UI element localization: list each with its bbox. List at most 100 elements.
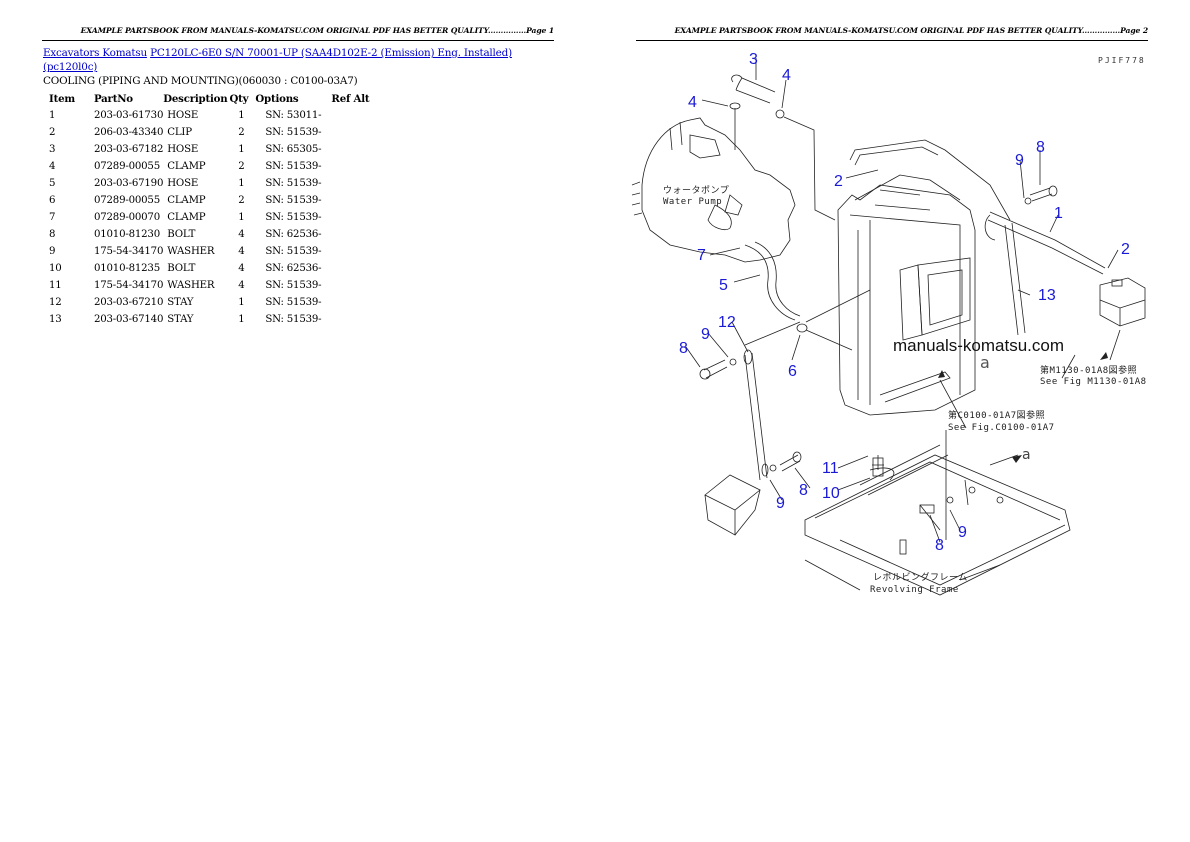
watermark: manuals-komatsu.com [893,336,1065,355]
col-item: Item [49,92,75,105]
annotation-water-pump-jp: ウォータポンプ [663,186,730,196]
qty-cell: 4 [238,246,245,257]
col-description: Description [163,92,228,105]
description-cell: HOSE [167,110,199,121]
description-cell: BOLT [167,229,196,240]
annotation-fig-m1130-en: See Fig M1130-01A8 [1040,377,1147,387]
callout-label: 2 [834,173,843,190]
page-2-header: EXAMPLE PARTSBOOK FROM MANUALS-KOMATSU.C… [636,26,1148,41]
callout-label: 9 [1015,152,1024,169]
callout-label: 8 [799,482,808,499]
options-cell: SN: 62536- [265,229,322,240]
refalt-cell [326,209,374,226]
qty-cell: 2 [238,127,245,138]
qty-cell: 1 [238,110,245,121]
options-cell: SN: 65305- [265,144,322,155]
options-cell: SN: 51539- [265,127,322,138]
description-cell: CLAMP [167,161,206,172]
refalt-cell [326,226,374,243]
item-cell: 6 [49,195,56,206]
partno-cell: 203-03-61730 [93,110,164,121]
drawing-code: PJIF778 [1098,56,1146,65]
callout-label: 3 [749,51,758,68]
callout-label: 9 [701,326,710,343]
options-cell: SN: 51539- [265,297,322,308]
callout-label: 9 [776,495,785,512]
callout-label: 8 [935,537,944,554]
callout-label: 5 [719,277,728,294]
description-cell: STAY [167,314,194,325]
page-1-header: EXAMPLE PARTSBOOK FROM MANUALS-KOMATSU.C… [42,26,554,41]
section-title: COOLING (PIPING AND MOUNTING)(060030 : C… [43,75,358,87]
description-cell: HOSE [167,178,199,189]
view-marker-a: a [980,353,991,372]
partno-cell: 07289-00070 [93,212,160,223]
description-cell: CLIP [167,127,192,138]
refalt-cell [326,311,374,328]
options-cell: SN: 51539- [265,212,322,223]
qty-cell: 4 [238,280,245,291]
refalt-cell [326,192,374,209]
table-header-row: Item PartNo Description Qty Options Ref … [44,90,374,107]
description-cell: WASHER [167,280,215,291]
qty-cell: 2 [238,161,245,172]
qty-cell: 4 [238,263,245,274]
item-cell: 8 [49,229,56,240]
callout-label: 4 [688,94,697,111]
item-cell: 13 [49,314,62,325]
refalt-cell [326,260,374,277]
options-cell: SN: 51539- [265,178,322,189]
partno-cell: 203-03-67210 [93,297,164,308]
callout-label: 4 [782,67,791,84]
refalt-cell [326,243,374,260]
description-cell: CLAMP [167,195,206,206]
breadcrumb-link-excavators[interactable]: Excavators Komatsu [43,47,147,59]
refalt-cell [326,141,374,158]
qty-cell: 1 [238,144,245,155]
description-cell: WASHER [167,246,215,257]
parts-diagram: PJIF778 ウォータポンプ Water Pump 第M1130-01A8図参… [630,45,1160,605]
annotation-frame-jp: レボルビングフレーム [873,573,968,583]
refalt-cell [326,124,374,141]
options-cell: SN: 51539- [265,161,322,172]
refalt-cell [326,158,374,175]
refalt-cell [326,175,374,192]
callout-label: 8 [679,340,688,357]
partno-cell: 203-03-67140 [93,314,164,325]
callout-label: 13 [1038,287,1056,304]
exploded-view-drawing [631,58,1146,596]
description-cell: STAY [167,297,194,308]
breadcrumb-link-model[interactable]: PC120LC-6E0 S/N 70001-UP (SAA4D102E-2 (E… [43,47,512,73]
item-cell: 10 [49,263,62,274]
item-cell: 2 [49,127,56,138]
item-cell: 7 [49,212,56,223]
item-cell: 3 [49,144,56,155]
item-cell: 5 [49,178,56,189]
options-cell: SN: 51539- [265,246,322,257]
item-cell: 12 [49,297,62,308]
description-cell: BOLT [167,263,196,274]
options-cell: SN: 62536- [265,263,322,274]
description-cell: CLAMP [167,212,206,223]
col-partno: PartNo [93,92,133,105]
refalt-cell [326,277,374,294]
callout-label: 6 [788,363,797,380]
col-qty: Qty [229,92,249,105]
callout-label: 7 [697,247,706,264]
partno-cell: 175-54-34170 [93,280,164,291]
annotation-water-pump-en: Water Pump [663,197,723,207]
breadcrumb: Excavators Komatsu PC120LC-6E0 S/N 70001… [43,46,563,74]
options-cell: SN: 53011- [265,110,322,121]
refalt-cell [326,107,374,124]
view-marker-a-arrow: a [1022,447,1032,463]
callout-label: 8 [1036,139,1045,156]
annotation-fig-m1130-jp: 第M1130-01A8図参照 [1040,366,1138,376]
